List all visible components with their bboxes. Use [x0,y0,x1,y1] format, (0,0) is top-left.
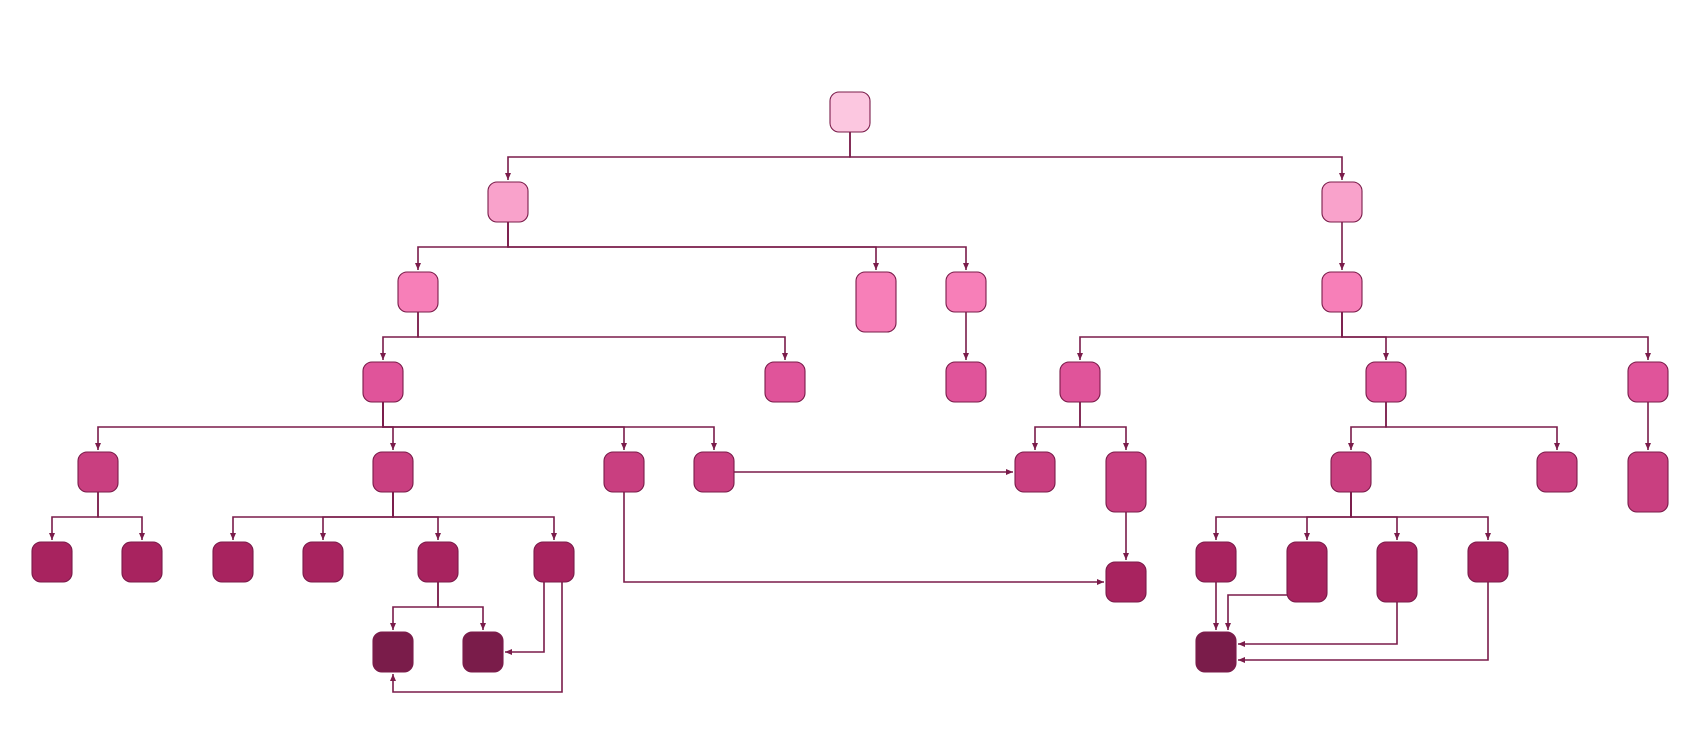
edge-l5-to-d1 [390,582,439,630]
edge-a1a-to-n2 [382,402,396,450]
node-l4[interactable] [302,541,344,583]
edge-n2-to-l4 [320,492,394,540]
node-p2[interactable] [1536,451,1578,493]
edge-p1-to-r4 [1350,492,1491,540]
node-m1[interactable] [1014,451,1056,493]
node-root[interactable] [829,91,871,133]
node-r2[interactable] [1286,541,1328,603]
edge-a1-to-a1b [417,312,788,360]
node-n4[interactable] [693,451,735,493]
node-n1[interactable] [77,451,119,493]
edge-a1a-to-n3 [382,402,627,450]
node-l6[interactable] [533,541,575,583]
node-t1[interactable] [1105,561,1147,603]
node-d1[interactable] [372,631,414,673]
node-n3[interactable] [603,451,645,493]
node-a1b[interactable] [764,361,806,403]
node-q1[interactable] [1627,451,1669,513]
edge-root-to-a [505,132,851,180]
node-p1[interactable] [1330,451,1372,493]
edge-n2-to-l3 [230,492,394,540]
edge-a1-to-a1a [380,312,419,360]
edge-b1-to-b1b [1341,312,1389,360]
edge-b1a-to-m1 [1032,402,1081,450]
node-n2[interactable] [372,451,414,493]
node-m2[interactable] [1105,451,1147,513]
edge-a1a-to-n1 [95,402,384,450]
node-b1a[interactable] [1059,361,1101,403]
node-b[interactable] [1321,181,1363,223]
node-b1b[interactable] [1365,361,1407,403]
node-b1c[interactable] [1627,361,1669,403]
edge-r4-to-d3 [1238,582,1489,663]
edge-n1-to-l2 [97,492,145,540]
edge-n1-to-l1 [49,492,99,540]
edge-n2-to-l6 [392,492,557,540]
edge-b1a-to-m2 [1079,402,1129,450]
node-b1[interactable] [1321,271,1363,313]
edge-p1-to-r3 [1350,492,1400,540]
edge-n3-to-t1 [623,492,1104,585]
edge-root-to-b [849,132,1345,180]
edge-b1-to-b1a [1077,312,1343,360]
node-d3[interactable] [1195,631,1237,673]
node-a[interactable] [487,181,529,223]
node-l5[interactable] [417,541,459,583]
node-r1[interactable] [1195,541,1237,583]
node-a3a[interactable] [945,361,987,403]
nodes-layer [31,91,1669,673]
edge-b1b-to-p2 [1385,402,1560,450]
edge-b1-to-b1c [1341,312,1651,360]
edge-a-to-a1 [415,222,509,270]
edge-l6-to-d1 [390,582,563,693]
edge-p1-to-r2 [1304,492,1352,540]
edge-b1b-to-p1 [1348,402,1387,450]
edge-a-to-a3 [507,222,969,270]
edge-l6-to-d2 [505,582,545,655]
edge-n2-to-l5 [392,492,441,540]
node-r3[interactable] [1376,541,1418,603]
node-a3[interactable] [945,271,987,313]
node-a2[interactable] [855,271,897,333]
edge-p1-to-r1 [1213,492,1352,540]
edge-l5-to-d2 [437,582,486,630]
node-a1a[interactable] [362,361,404,403]
node-l2[interactable] [121,541,163,583]
edge-r2-to-d3 [1225,594,1287,630]
node-a1[interactable] [397,271,439,313]
edges-layer [49,132,1651,693]
node-l1[interactable] [31,541,73,583]
edge-r3-to-d3 [1238,602,1398,647]
node-r4[interactable] [1467,541,1509,583]
node-d2[interactable] [462,631,504,673]
node-l3[interactable] [212,541,254,583]
edge-a-to-a2 [507,222,879,270]
edge-a1a-to-n4 [382,402,717,450]
